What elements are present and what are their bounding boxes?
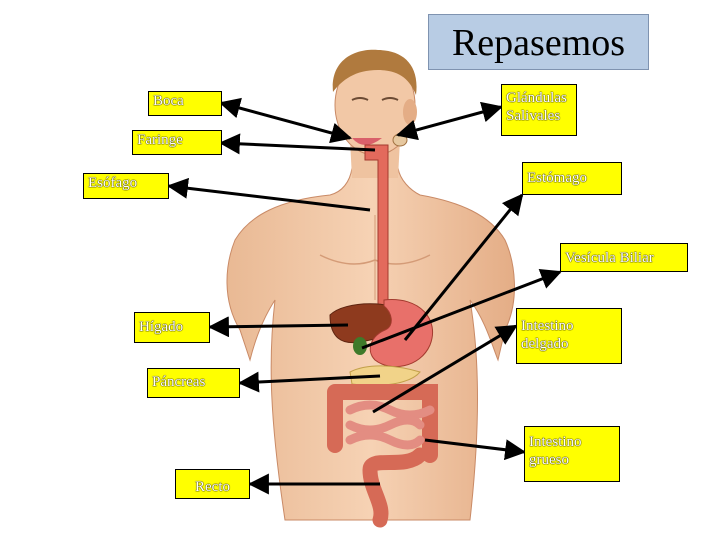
label-glandulas-salivales: Glándulas Salivales (501, 84, 577, 136)
label-higado: Hígado (134, 312, 210, 343)
arrow-faringe (218, 133, 376, 155)
human-torso-figure (226, 49, 515, 521)
arrow-estomago (403, 193, 524, 341)
label-arrows (166, 97, 562, 495)
arrow-intestino-grueso (424, 438, 527, 461)
label-intestino-grueso: Intestino grueso (524, 426, 620, 482)
arrow-pancreas (237, 371, 381, 393)
label-recto: Recto (175, 469, 250, 499)
label-estomago: Estómago (522, 162, 622, 195)
label-intestino-delgado: Intestino delgado (516, 308, 622, 364)
label-vesicula-biliar: Vesícula Biliar (560, 243, 688, 272)
arrow-higado (207, 316, 349, 338)
arrow-boca (218, 97, 353, 144)
arrow-glandulas (395, 101, 504, 141)
label-esofago: Esófago (83, 173, 169, 199)
digestive-organs (327, 133, 438, 528)
arrow-intestino-delgado (372, 324, 518, 414)
slide-title: Repasemos (428, 14, 649, 70)
arrow-esofago (166, 177, 371, 212)
label-faringe: Faringe (132, 130, 222, 155)
label-boca: Boca (148, 91, 222, 116)
arrow-vesicula (361, 268, 562, 350)
label-pancreas: Páncreas (147, 368, 240, 398)
